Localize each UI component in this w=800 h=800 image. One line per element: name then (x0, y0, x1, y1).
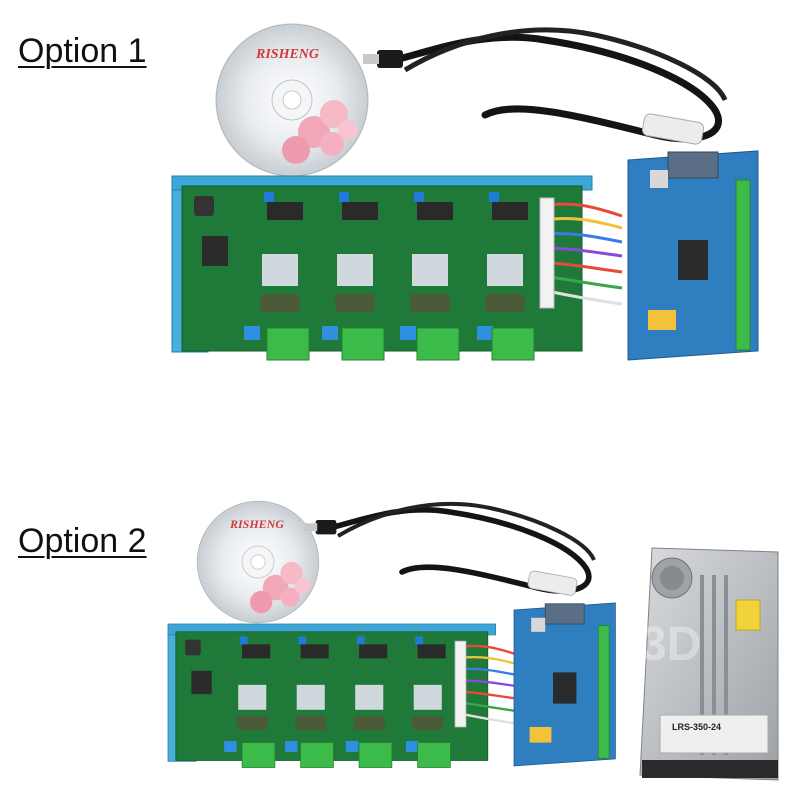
option-1-label: Option 1 (18, 32, 147, 70)
cd-disc-2: RISHENG (196, 500, 320, 624)
breakout-board-2 (513, 602, 616, 767)
cd-brand-label-2: RISHENG (229, 517, 284, 531)
psu-model-label: LRS-350-24 (672, 722, 721, 732)
usb-cable-1 (363, 30, 725, 145)
watermark-label: 3D (640, 618, 701, 671)
cd-brand-label: RISHENG (255, 47, 319, 62)
driver-board-1 (170, 174, 624, 362)
driver-board-2 (166, 622, 521, 769)
usb-cable-2 (304, 504, 594, 596)
power-supply: LRS-350-24 3D (639, 547, 779, 781)
breakout-board-1 (627, 150, 759, 361)
option-2-label: Option 2 (18, 522, 147, 560)
cd-disc-1: RISHENG (215, 23, 369, 177)
